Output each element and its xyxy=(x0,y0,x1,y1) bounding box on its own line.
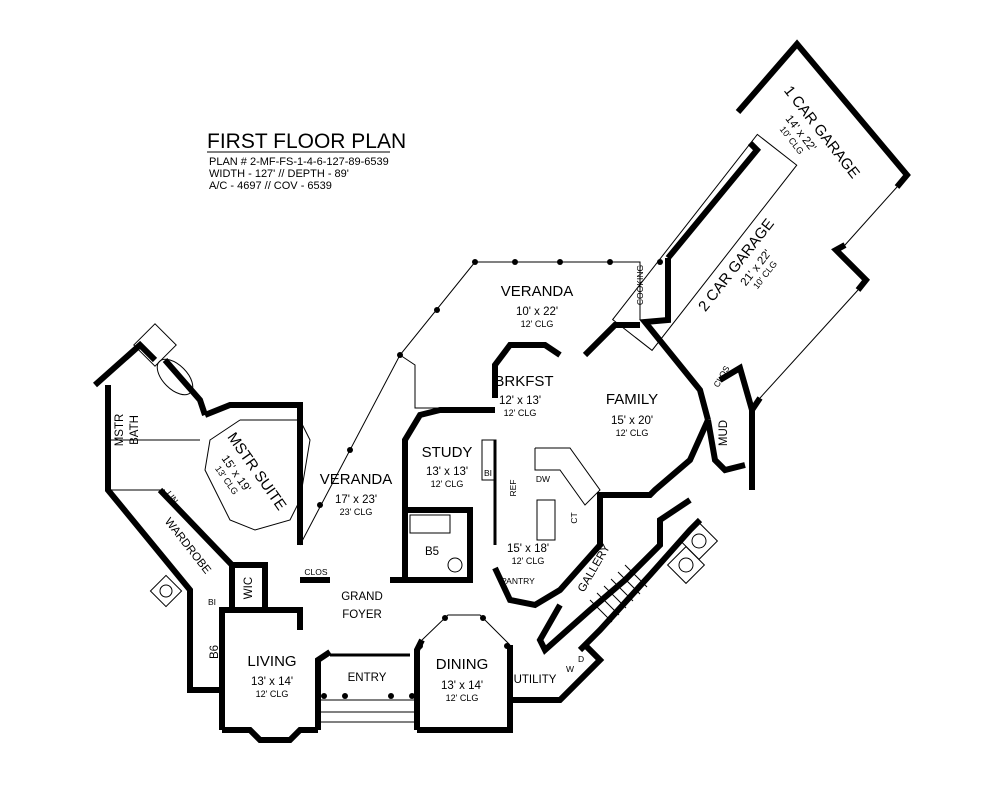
bi-label-study: BI xyxy=(484,468,492,478)
plan-number: PLAN # 2-MF-FS-1-4-6-127-89-6539 xyxy=(209,156,389,168)
ac-unit-icon xyxy=(149,521,719,608)
plan-size: WIDTH - 127' // DEPTH - 89' xyxy=(209,168,349,180)
room-clos-foyer: CLOS xyxy=(304,567,327,577)
room-mud: MUD xyxy=(718,420,730,446)
svg-text:LIVING: LIVING xyxy=(247,653,296,670)
room-veranda-side: VERANDA 17' x 23' 23' CLG xyxy=(320,471,393,517)
plan-area: A/C - 4697 // COV - 6539 xyxy=(209,180,332,192)
svg-text:DINING: DINING xyxy=(436,656,489,673)
columns xyxy=(317,259,663,699)
room-wic: WIC xyxy=(243,577,255,599)
svg-text:17' x 23': 17' x 23' xyxy=(335,494,377,506)
svg-text:12' CLG: 12' CLG xyxy=(521,319,554,329)
svg-text:23' CLG: 23' CLG xyxy=(340,507,373,517)
svg-text:12' CLG: 12' CLG xyxy=(504,408,537,418)
lin-label: LIN xyxy=(164,489,180,506)
svg-text:FAMILY: FAMILY xyxy=(606,391,658,408)
bi-label-wardrobe: BI xyxy=(208,597,216,607)
ct-label: CT xyxy=(569,512,579,523)
walls xyxy=(93,39,911,743)
room-b5: B5 xyxy=(425,546,439,558)
svg-text:12' CLG: 12' CLG xyxy=(256,689,289,699)
ref-label: REF xyxy=(508,480,518,497)
svg-text:GRAND: GRAND xyxy=(341,591,383,603)
svg-text:12' CLG: 12' CLG xyxy=(446,693,479,703)
svg-text:VERANDA: VERANDA xyxy=(501,283,574,300)
dryer-label: D xyxy=(578,654,584,664)
room-brkfst: BRKFST 12' x 13' 12' CLG xyxy=(494,373,553,418)
svg-text:MSTR: MSTR xyxy=(114,414,126,447)
svg-text:BATH: BATH xyxy=(129,415,141,445)
dw-label: DW xyxy=(536,474,550,484)
svg-text:BRKFST: BRKFST xyxy=(494,373,553,390)
svg-text:STUDY: STUDY xyxy=(422,444,473,461)
room-living: LIVING 13' x 14' 12' CLG xyxy=(247,653,296,699)
room-pantry: PANTRY xyxy=(501,576,535,586)
room-kitchen: 15' x 18' 12' CLG xyxy=(507,543,549,566)
title-block: FIRST FLOOR PLAN PLAN # 2-MF-FS-1-4-6-12… xyxy=(207,130,406,192)
svg-text:15' x 18': 15' x 18' xyxy=(507,543,549,555)
svg-text:12' CLG: 12' CLG xyxy=(512,556,545,566)
room-family: FAMILY 15' x 20' 12' CLG xyxy=(606,391,658,438)
room-study: STUDY 13' x 13' 12' CLG xyxy=(422,444,473,489)
svg-text:12' x 13': 12' x 13' xyxy=(499,395,541,407)
room-dining: DINING 13' x 14' 12' CLG xyxy=(436,656,489,703)
room-grand-foyer: GRAND FOYER xyxy=(341,591,383,621)
room-garage-2: 2 CAR GARAGE 21' x 22' 10' CLG xyxy=(695,216,779,315)
room-mstr-bath: MSTR BATH xyxy=(114,414,141,447)
svg-text:13' x 14': 13' x 14' xyxy=(251,676,293,688)
room-b6: B6 xyxy=(209,645,221,659)
svg-text:13' x 14': 13' x 14' xyxy=(441,680,483,692)
svg-text:13' x 13': 13' x 13' xyxy=(426,466,468,478)
svg-text:FOYER: FOYER xyxy=(342,609,382,621)
room-mstr-suite: MSTR SUITE 15' x 19' 13' CLG xyxy=(213,429,289,513)
svg-text:VERANDA: VERANDA xyxy=(320,471,393,488)
svg-text:12' CLG: 12' CLG xyxy=(431,479,464,489)
svg-text:12' CLG: 12' CLG xyxy=(616,428,649,438)
room-cooking: COOKING xyxy=(635,265,645,305)
room-veranda-rear: VERANDA 10' x 22' 12' CLG xyxy=(501,283,574,329)
washer-label: W xyxy=(566,664,574,674)
room-entry: ENTRY xyxy=(348,672,387,684)
svg-text:15' x 20': 15' x 20' xyxy=(611,415,653,427)
plan-title: FIRST FLOOR PLAN xyxy=(207,130,406,153)
room-utility: UTILITY xyxy=(514,674,557,686)
svg-text:10' x 22': 10' x 22' xyxy=(516,306,558,318)
